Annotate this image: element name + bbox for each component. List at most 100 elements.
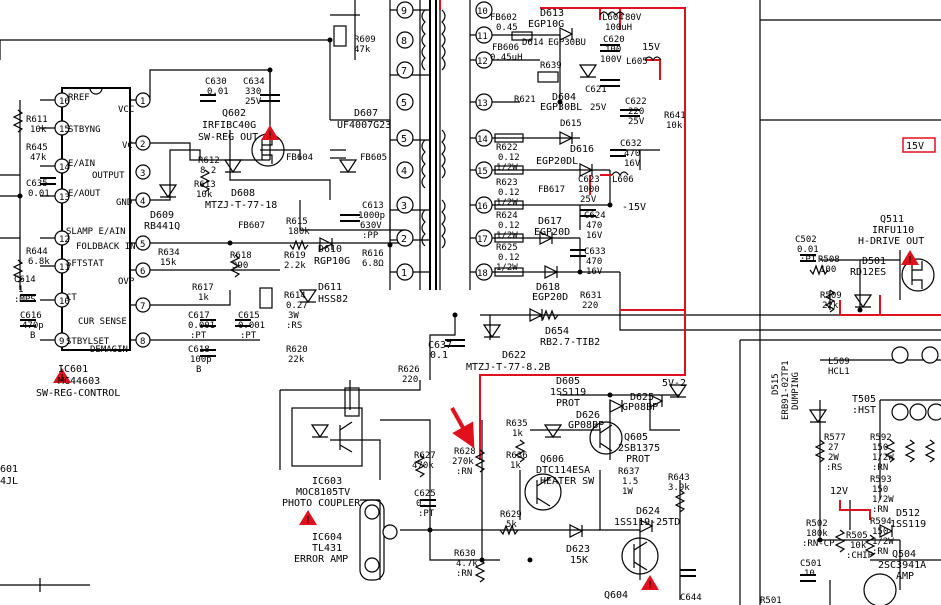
- label: FB602: [490, 13, 517, 23]
- label: STBYLSET: [66, 337, 110, 347]
- label: 16V: [586, 267, 603, 277]
- red-pointer-arrow-icon: [450, 407, 475, 449]
- label: R628: [454, 447, 476, 457]
- label: ERB91-02TP1: [781, 360, 791, 420]
- label: PROT: [556, 398, 580, 409]
- label: 150: [872, 527, 888, 537]
- label: ERROR AMP: [294, 554, 348, 565]
- label: C622: [625, 97, 647, 107]
- label: D607: [354, 108, 378, 119]
- pin-label: 11: [477, 32, 488, 42]
- pin-label: 4: [140, 197, 145, 207]
- pin-label: 13: [477, 99, 488, 109]
- label: 0.27: [286, 301, 308, 311]
- label: 15k: [160, 258, 177, 268]
- label: 0.01: [28, 189, 50, 199]
- label: GP08BP: [568, 420, 604, 431]
- label: RD12ES: [850, 267, 886, 278]
- label: E/AIN: [68, 159, 95, 169]
- svg-text:!: !: [305, 515, 311, 526]
- label: 0.01: [207, 87, 229, 97]
- label: 25V: [628, 117, 645, 127]
- label: MC44603: [58, 376, 100, 387]
- label: SW-REG OUT: [198, 132, 258, 143]
- label: 150: [872, 485, 888, 495]
- label: 8.2: [200, 166, 216, 176]
- label: D614: [522, 38, 544, 48]
- label: 5V-2: [662, 378, 686, 389]
- label: R636: [506, 451, 528, 461]
- label: C625: [414, 489, 436, 499]
- label: R509: [820, 291, 842, 301]
- label: IRFU110: [872, 225, 914, 236]
- label: R641: [664, 111, 686, 121]
- label: :PT: [240, 331, 257, 341]
- label: :RN: [456, 467, 472, 477]
- label: C621: [585, 85, 607, 95]
- label: 220: [402, 375, 418, 385]
- label: 15V: [906, 141, 924, 152]
- pin-label: 5: [140, 240, 145, 250]
- label: RGP10G: [314, 256, 350, 267]
- label: EGP20D: [532, 292, 568, 303]
- label: C501: [800, 559, 822, 569]
- label: 470: [586, 221, 602, 231]
- pin-label: 2: [140, 140, 145, 150]
- label: 1: [18, 285, 23, 295]
- label: R626: [398, 365, 420, 375]
- label: 2W: [828, 453, 839, 463]
- label: PHOTO COUPLER: [282, 498, 361, 509]
- label: 100uH: [605, 23, 632, 33]
- label: :RN: [872, 463, 888, 473]
- label: 5k: [506, 520, 517, 530]
- label: R611: [26, 115, 48, 125]
- label: :RN: [872, 547, 888, 557]
- label: 2.2k: [284, 261, 306, 271]
- label: C644: [680, 593, 702, 603]
- label: EGP30BL: [540, 102, 582, 113]
- pin-label: 7: [401, 66, 407, 77]
- label: DEMAGIN: [90, 345, 128, 355]
- label: 1000: [578, 185, 600, 195]
- label: C613: [362, 201, 384, 211]
- label: 0.001: [188, 321, 215, 331]
- label: IC601: [58, 364, 88, 375]
- label: 2SC3941A: [878, 560, 926, 571]
- label: C635: [26, 179, 48, 189]
- label: R593: [870, 475, 892, 485]
- label: 270k: [452, 457, 474, 467]
- label: T505: [852, 394, 876, 405]
- label: :PT: [800, 255, 817, 265]
- label: 180k: [806, 529, 828, 539]
- label: 0.12: [498, 253, 520, 263]
- pin-label: 16: [59, 97, 70, 107]
- label: 470: [586, 257, 602, 267]
- label: R615: [286, 217, 308, 227]
- label: :MPS: [14, 295, 36, 305]
- label: VC: [122, 141, 133, 151]
- label: -15V: [622, 202, 646, 213]
- label: 1000p: [358, 211, 385, 221]
- label: R502: [806, 519, 828, 529]
- label: Q606: [540, 454, 564, 465]
- label: R609: [354, 35, 376, 45]
- label: 0.1: [416, 499, 432, 509]
- label: E/AOUT: [68, 189, 101, 199]
- label: D512: [896, 508, 920, 519]
- label: R501: [760, 596, 782, 605]
- transformer-core: [421, 0, 446, 290]
- label: R612: [198, 156, 220, 166]
- label: 0.1: [430, 350, 448, 361]
- label: :RN: [456, 569, 472, 579]
- label: R635: [506, 419, 528, 429]
- label: EGP10G: [528, 19, 564, 30]
- svg-text:!: !: [267, 130, 273, 141]
- pin-label: 7: [140, 302, 145, 312]
- label: AMP: [896, 571, 914, 582]
- label: 22k: [288, 355, 305, 365]
- label: 27: [828, 443, 839, 453]
- voltage-box: [902, 137, 936, 153]
- label: 180k: [288, 227, 310, 237]
- label: 1/2W: [872, 537, 894, 547]
